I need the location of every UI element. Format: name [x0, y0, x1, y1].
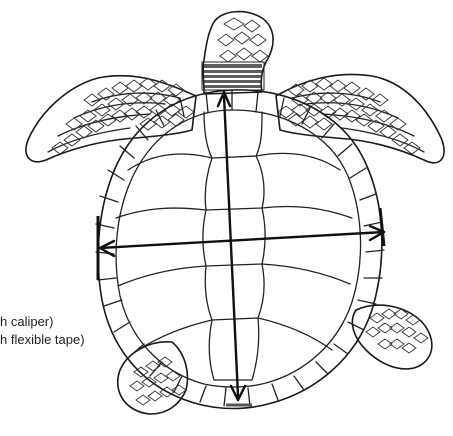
left-front-flipper [26, 76, 196, 162]
carapace-length-measure [218, 92, 252, 405]
turtle-head [202, 12, 273, 94]
carapace-width-measure [98, 208, 384, 280]
right-front-flipper [276, 74, 444, 162]
right-rear-flipper [352, 305, 432, 369]
tape-note: h flexible tape) [0, 332, 85, 347]
caliper-note: h caliper) [0, 314, 53, 329]
neck-scales [202, 62, 264, 90]
vertebral-scutes [203, 112, 265, 380]
left-rear-flipper [118, 342, 188, 414]
